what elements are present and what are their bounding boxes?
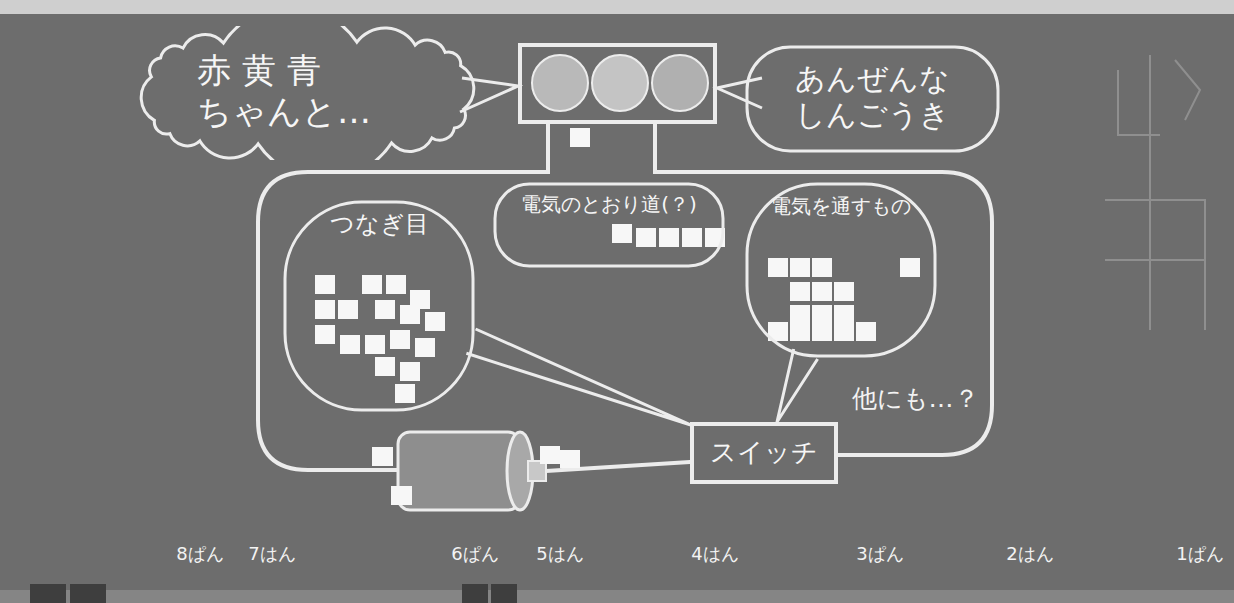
signal-lamp <box>532 55 588 111</box>
sticky-note <box>768 258 788 277</box>
sticky-note <box>834 282 854 301</box>
sticky-note <box>340 335 360 354</box>
speech-tail <box>460 78 518 112</box>
group-label: 3ぱん <box>856 543 903 565</box>
sticky-notes <box>315 224 920 403</box>
erased-drawing <box>1105 55 1205 330</box>
sticky-note <box>386 275 406 294</box>
magnet <box>70 584 106 603</box>
sticky-note <box>636 228 656 247</box>
node-text: 電気を通すもの <box>771 194 911 218</box>
node-text: つなぎ目 <box>330 210 429 239</box>
circuit-wire <box>258 122 992 471</box>
sticky-note <box>812 305 832 324</box>
bubble-outline <box>495 184 723 266</box>
bubble-outline <box>747 47 998 151</box>
node-text: スイッチ <box>710 437 818 468</box>
topic-bubble: つなぎ目 <box>283 200 475 412</box>
sticky-note <box>338 300 358 319</box>
speech-tail-connector <box>466 329 690 425</box>
sticky-note <box>790 282 810 301</box>
sticky-note <box>812 258 832 277</box>
sticky-note <box>400 305 420 324</box>
tail-line <box>466 329 690 425</box>
group-label: 2はん <box>1006 543 1053 565</box>
sticky-note <box>790 322 810 341</box>
bubble-outline <box>747 184 935 356</box>
sticky-note <box>375 357 395 376</box>
battery-body <box>398 432 520 510</box>
group-label: 4はん <box>691 543 738 565</box>
sticky-note <box>365 335 385 354</box>
note-text: 他にも…？ <box>852 384 979 414</box>
board-frame <box>0 0 1234 14</box>
sticky-note <box>391 486 412 505</box>
erased-lines <box>1105 55 1205 330</box>
sticky-note <box>790 305 810 324</box>
box-outline <box>692 424 836 482</box>
bubble-outline <box>285 202 473 410</box>
magnet <box>30 584 66 603</box>
sticky-note <box>812 322 832 341</box>
sticky-note <box>682 228 702 247</box>
sticky-note <box>812 282 832 301</box>
sticky-note <box>834 322 854 341</box>
wire <box>655 122 992 455</box>
magnet <box>462 584 488 603</box>
switch-box: スイッチ <box>690 422 838 484</box>
speech-tail <box>717 78 762 108</box>
sticky-note <box>372 447 393 466</box>
cloud-outline <box>141 26 474 160</box>
node-text: 赤 黄 青 ちゃんと… <box>197 50 397 132</box>
group-label: 7はん <box>248 543 295 565</box>
sticky-note <box>362 275 382 294</box>
signal-lamp <box>652 55 708 111</box>
speech-cloud: 赤 黄 青 ちゃんと… <box>135 26 480 160</box>
sticky-note <box>834 305 854 324</box>
sticky-note <box>790 258 810 277</box>
group-label: 1ぱん <box>1176 543 1223 565</box>
sticky-note <box>315 275 335 294</box>
topic-bubble: 電気を通すもの <box>745 182 937 358</box>
signal-lamp <box>592 55 648 111</box>
sticky-note <box>900 258 920 277</box>
sticky-note <box>612 224 632 243</box>
node-text: あんぜんな しんごうき <box>787 61 959 133</box>
sticky-note <box>540 446 560 464</box>
group-label: 6ぱん <box>451 543 498 565</box>
speech-tail-connector <box>777 349 818 422</box>
sticky-note <box>560 450 580 468</box>
sticky-note <box>395 384 415 403</box>
sticky-note <box>856 322 876 341</box>
topic-bubble: 電気のとおり道(？) <box>493 182 725 268</box>
chalk-tray <box>0 590 1234 603</box>
wire <box>258 122 548 470</box>
node-text: 電気のとおり道(？) <box>521 192 697 216</box>
traffic-light <box>520 45 715 122</box>
group-label: 8ぱん <box>176 543 223 565</box>
magnet <box>491 584 517 603</box>
group-label: 5はん <box>536 543 583 565</box>
sticky-note <box>400 362 420 381</box>
sticky-note <box>375 300 395 319</box>
sticky-note <box>415 338 435 357</box>
sticky-note <box>659 228 679 247</box>
speech-bubble: あんぜんな しんごうき <box>745 45 1000 153</box>
sticky-note <box>390 330 410 349</box>
sticky-note <box>315 300 335 319</box>
sticky-note <box>315 325 335 344</box>
sticky-note <box>425 312 445 331</box>
tail-line <box>777 349 818 422</box>
sticky-note <box>570 128 590 147</box>
